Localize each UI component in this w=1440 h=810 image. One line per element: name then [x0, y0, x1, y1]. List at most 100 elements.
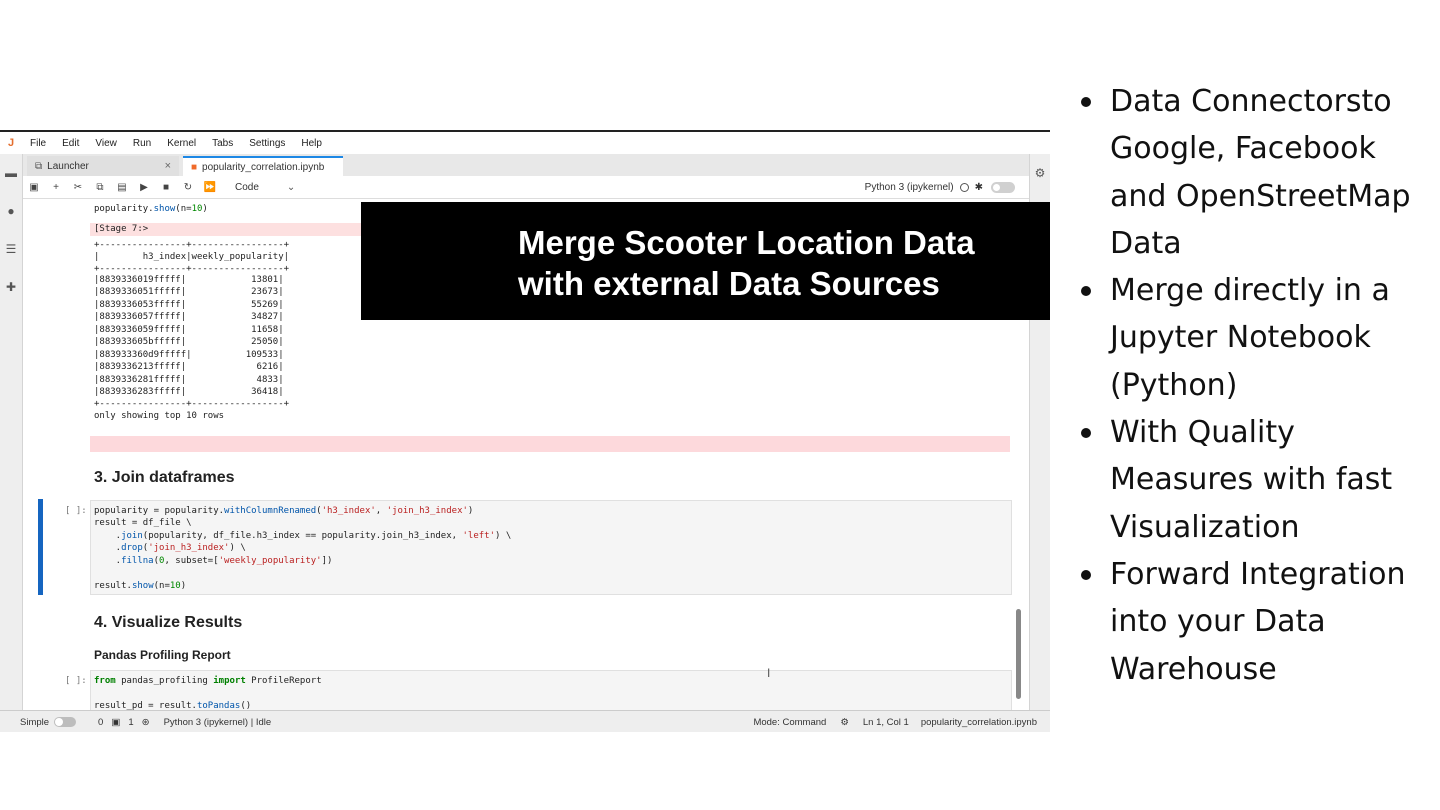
left-sidebar: ▬ ● ☰ ✚: [0, 154, 23, 710]
simple-mode[interactable]: Simple: [20, 716, 77, 728]
kernel-status-icon: [959, 182, 969, 192]
running-icon[interactable]: ●: [7, 204, 15, 218]
title-overlay: Merge Scooter Location Data with externa…: [361, 202, 1050, 320]
jupyter-window: J File Edit View Run Kernel Tabs Setting…: [0, 130, 1050, 732]
overlay-line-2: with external Data Sources: [518, 265, 940, 302]
feature-text: Data Connectorsto Google, Facebook and O…: [1110, 84, 1411, 261]
toc-icon[interactable]: ☰: [5, 242, 17, 256]
code-line: .join(popularity, df_file.h3_index == po…: [94, 531, 512, 541]
terminal-icon: ▣: [111, 716, 121, 728]
table-row: |8839336053fffff| 55269|: [94, 300, 284, 310]
menu-view[interactable]: View: [95, 137, 117, 149]
settings-icon[interactable]: ⚙: [840, 716, 849, 728]
add-cell-icon[interactable]: +: [53, 181, 59, 193]
menu-file[interactable]: File: [30, 137, 47, 149]
menu-tabs[interactable]: Tabs: [212, 137, 234, 149]
cell-type-value: Code: [235, 181, 259, 193]
paste-icon[interactable]: ▤: [117, 181, 127, 193]
restart-icon[interactable]: ↻: [183, 181, 193, 193]
menu-kernel[interactable]: Kernel: [167, 137, 197, 149]
table-border: +----------------+-----------------+: [94, 264, 290, 274]
overlay-title: Merge Scooter Location Data with externa…: [518, 222, 975, 304]
extension-icon[interactable]: ✚: [5, 280, 17, 294]
tab-launcher[interactable]: ⧉ Launcher ×: [27, 156, 179, 176]
tab-label: popularity_correlation.ipynb: [202, 161, 325, 173]
mode-status: Mode: Command: [753, 716, 827, 728]
table-row: |8839336213fffff| 6216|: [94, 362, 284, 372]
code-line: result = df_file \: [94, 518, 192, 528]
code-line: result_pd = result.toPandas(): [94, 701, 252, 710]
profile-code-cell[interactable]: [90, 670, 1012, 710]
feature-item: With Quality Measures with fast Visualiz…: [1078, 409, 1428, 551]
kernel-name[interactable]: Python 3 (ipykernel): [864, 181, 954, 193]
table-row: |8839336019fffff| 13801|: [94, 275, 284, 285]
status-filename: popularity_correlation.ipynb: [920, 716, 1037, 728]
show-code-line[interactable]: popularity.show(n=10): [94, 204, 208, 214]
menu-edit[interactable]: Edit: [62, 137, 80, 149]
menu-run[interactable]: Run: [132, 137, 152, 149]
code-line: from pandas_profiling import ProfileRepo…: [94, 676, 322, 686]
simple-label: Simple: [20, 716, 50, 728]
table-row: |883933605bfffff| 25050|: [94, 337, 284, 347]
feature-item: Data Connectorsto Google, Facebook and O…: [1078, 78, 1428, 267]
jupyter-logo-icon: J: [7, 137, 15, 149]
notebook-icon: ■: [191, 161, 198, 173]
profiling-subheading: Pandas Profiling Report: [94, 648, 231, 662]
feature-text: Forward Integration into your Data Wareh…: [1110, 556, 1406, 687]
feature-text: Merge directly in a Jupyter Notebook (Py…: [1110, 273, 1390, 403]
table-row: |8839336051fffff| 23673|: [94, 287, 284, 297]
bullet-icon: [1081, 569, 1091, 580]
status-bar: Simple 0 ▣ 1 ⊛ Python 3 (ipykernel) | Id…: [0, 710, 1050, 732]
save-icon[interactable]: ▣: [29, 181, 39, 193]
run-icon[interactable]: ▶: [140, 181, 148, 193]
tab-bar: ⧉ Launcher × ■ popularity_correlation.ip…: [23, 154, 1029, 176]
table-row: |8839336281fffff| 4833|: [94, 375, 284, 385]
table-footer: only showing top 10 rows: [94, 411, 225, 421]
simple-toggle[interactable]: [54, 717, 77, 727]
feature-text: With Quality Measures with fast Visualiz…: [1110, 415, 1393, 545]
copy-icon[interactable]: ⧉: [96, 181, 104, 193]
scrollbar[interactable]: [1016, 609, 1021, 699]
visualize-heading: 4. Visualize Results: [94, 614, 243, 631]
cut-icon[interactable]: ✂: [73, 181, 83, 193]
debugger-toggle[interactable]: [991, 181, 1015, 193]
table-row: |8839336057fffff| 34827|: [94, 312, 284, 322]
bullet-icon: [1081, 428, 1091, 439]
table-border: +----------------+-----------------+: [94, 399, 290, 409]
tab-label: Launcher: [47, 160, 89, 172]
stage-text: [Stage 7:>: [94, 224, 149, 234]
code-line: .fillna(0, subset=['weekly_popularity']): [94, 556, 333, 566]
fast-forward-icon[interactable]: ⏩: [203, 181, 217, 193]
feature-item: Forward Integration into your Data Wareh…: [1078, 551, 1428, 693]
code-line: .drop('join_h3_index') \: [94, 543, 246, 553]
overlay-line-1: Merge Scooter Location Data: [518, 224, 975, 261]
table-row: |8839336283fffff| 36418|: [94, 387, 284, 397]
stop-icon[interactable]: ■: [162, 181, 170, 193]
table-border: +----------------+-----------------+: [94, 240, 290, 250]
feature-item: Merge directly in a Jupyter Notebook (Py…: [1078, 267, 1428, 409]
tab-notebook[interactable]: ■ popularity_correlation.ipynb: [183, 156, 343, 176]
terminal-count: 0: [98, 716, 104, 728]
active-cell-indicator: [38, 499, 43, 595]
join-code-cell[interactable]: [90, 500, 1012, 595]
join-heading: 3. Join dataframes: [94, 469, 235, 486]
bullet-icon: [1081, 97, 1091, 107]
table-row: |883933360d9fffff| 109533|: [94, 350, 284, 360]
close-icon[interactable]: ×: [164, 160, 171, 172]
kernel-count: 1: [128, 716, 134, 728]
folder-icon[interactable]: ▬: [5, 166, 17, 180]
notebook-toolbar: ▣ + ✂ ⧉ ▤ ▶ ■ ↻ ⏩ Code ⌄ Python 3 (ipyke…: [23, 176, 1029, 199]
code-line: result.show(n=10): [94, 581, 187, 591]
menu-settings[interactable]: Settings: [249, 137, 286, 149]
bug-icon[interactable]: ✱: [974, 181, 983, 193]
cell-type-select[interactable]: Code ⌄: [235, 182, 295, 193]
cursor-position[interactable]: Ln 1, Col 1: [862, 716, 909, 728]
kernel-status[interactable]: Python 3 (ipykernel) | Idle: [163, 716, 272, 728]
code-line: popularity = popularity.withColumnRename…: [94, 506, 474, 516]
bullet-icon: [1081, 286, 1091, 297]
property-inspector-icon[interactable]: ⚙: [1034, 166, 1046, 180]
table-header: | h3_index|weekly_popularity|: [94, 252, 290, 262]
menu-help[interactable]: Help: [301, 137, 322, 149]
cell-output-bar: [90, 436, 1010, 452]
feature-list: Data Connectorsto Google, Facebook and O…: [1078, 78, 1428, 693]
